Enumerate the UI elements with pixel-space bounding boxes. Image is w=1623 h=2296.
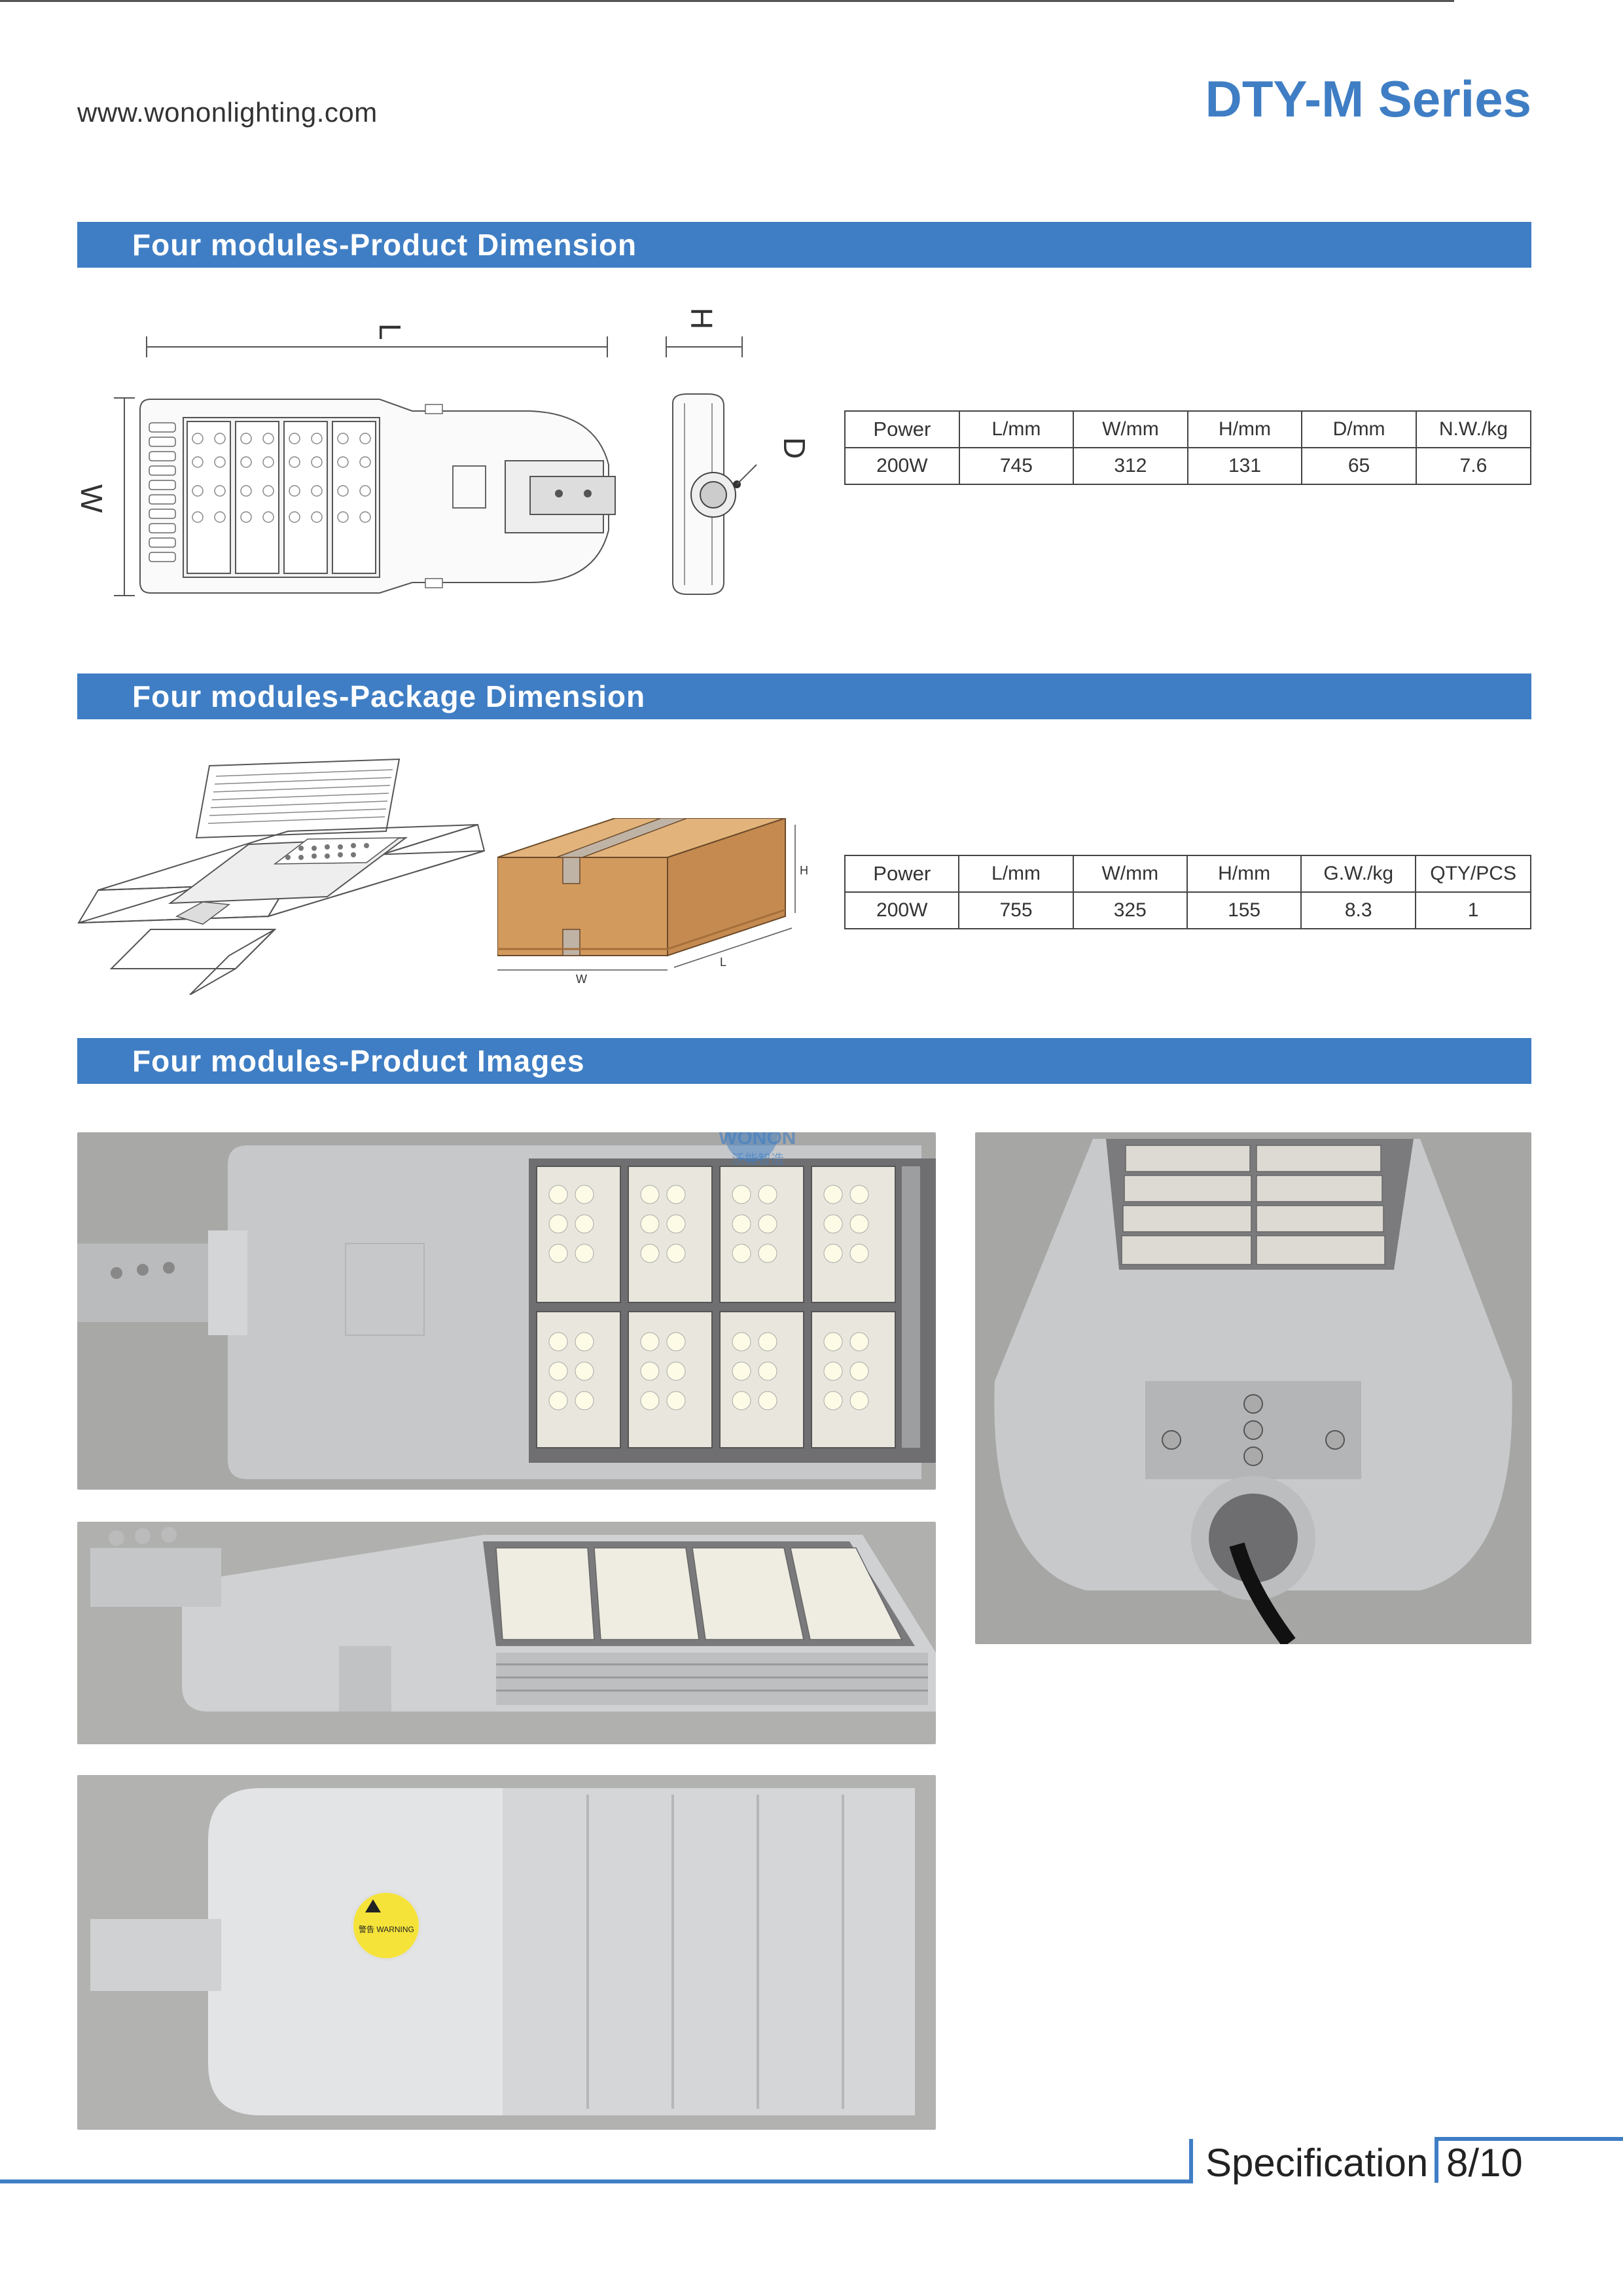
package-spec-table: Power L/mm W/mm H/mm G.W./kg QTY/PCS 200… <box>844 855 1531 929</box>
table-row: 200W 755 325 155 8.3 1 <box>844 891 1531 929</box>
table-header-cell: D/mm <box>1301 410 1417 448</box>
table-cell: 200W <box>844 447 960 485</box>
page-number: 8/10 <box>1446 2141 1523 2185</box>
table-header-cell: G.W./kg <box>1300 855 1417 893</box>
footer-page-separator <box>1435 2137 1438 2183</box>
dimension-label-l: L <box>373 323 407 340</box>
table-cell: 65 <box>1301 447 1417 485</box>
warning-label-text: 警告 WARNING <box>359 1924 414 1934</box>
section-title-product-dimension: Four modules-Product Dimension <box>77 222 1531 268</box>
table-cell: 312 <box>1073 447 1188 485</box>
table-cell: 200W <box>844 891 960 929</box>
watermark-chinese: 沃能智造 <box>732 1152 784 1167</box>
table-header-cell: L/mm <box>958 410 1075 448</box>
table-header-row: Power L/mm W/mm H/mm G.W./kg QTY/PCS <box>844 855 1531 893</box>
table-header-cell: W/mm <box>1072 855 1188 893</box>
product-photo-front-view <box>975 1132 1531 1644</box>
footer-label: Specification <box>1205 2141 1429 2185</box>
table-row: 200W 745 312 131 65 7.6 <box>844 447 1532 485</box>
package-exploded-drawing <box>72 753 491 998</box>
dimension-label-w: W <box>75 484 109 513</box>
table-header-cell: H/mm <box>1186 410 1303 448</box>
table-cell: 745 <box>958 447 1075 485</box>
table-header-cell: H/mm <box>1186 855 1302 893</box>
footer-rule <box>0 2179 1191 2183</box>
header-divider <box>0 0 1454 2</box>
series-title: DTY-M Series <box>1205 70 1531 128</box>
table-cell: 7.6 <box>1415 447 1532 485</box>
carton-label-h: H <box>800 864 808 877</box>
section-title-product-images: Four modules-Product Images <box>77 1038 1531 1084</box>
watermark-logo: WONON <box>719 1132 796 1149</box>
product-photo-top-view: WONON 沃能智造 <box>77 1132 936 1490</box>
table-cell: 155 <box>1186 891 1302 929</box>
table-header-cell: QTY/PCS <box>1415 855 1531 893</box>
carton-label-l: L <box>720 956 726 969</box>
product-photo-side-view <box>77 1522 936 1744</box>
table-cell: 325 <box>1072 891 1188 929</box>
dimension-label-d: D <box>777 437 812 459</box>
table-cell: 8.3 <box>1300 891 1417 929</box>
table-header-cell: L/mm <box>958 855 1074 893</box>
website-url[interactable]: www.wononlighting.com <box>77 97 378 128</box>
table-header-row: Power L/mm W/mm H/mm D/mm N.W./kg <box>844 410 1532 448</box>
product-spec-table: Power L/mm W/mm H/mm D/mm N.W./kg 200W 7… <box>844 410 1532 485</box>
carton-label-w: W <box>576 973 587 986</box>
footer-page-bracket <box>1435 2137 1623 2141</box>
table-cell: 755 <box>958 891 1074 929</box>
table-cell: 131 <box>1186 447 1303 485</box>
carton-box-drawing: H W L <box>497 817 838 992</box>
table-header-cell: N.W./kg <box>1415 410 1532 448</box>
table-cell: 1 <box>1415 891 1531 929</box>
section-title-package-dimension: Four modules-Package Dimension <box>77 673 1531 719</box>
product-photo-back-view: 警告 WARNING <box>77 1775 936 2130</box>
table-header-cell: Power <box>844 855 960 893</box>
dimension-label-h: H <box>685 308 719 329</box>
table-header-cell: W/mm <box>1073 410 1188 448</box>
footer-separator <box>1189 2139 1193 2183</box>
product-dimension-drawing: L W <box>72 295 844 612</box>
table-header-cell: Power <box>844 410 960 448</box>
